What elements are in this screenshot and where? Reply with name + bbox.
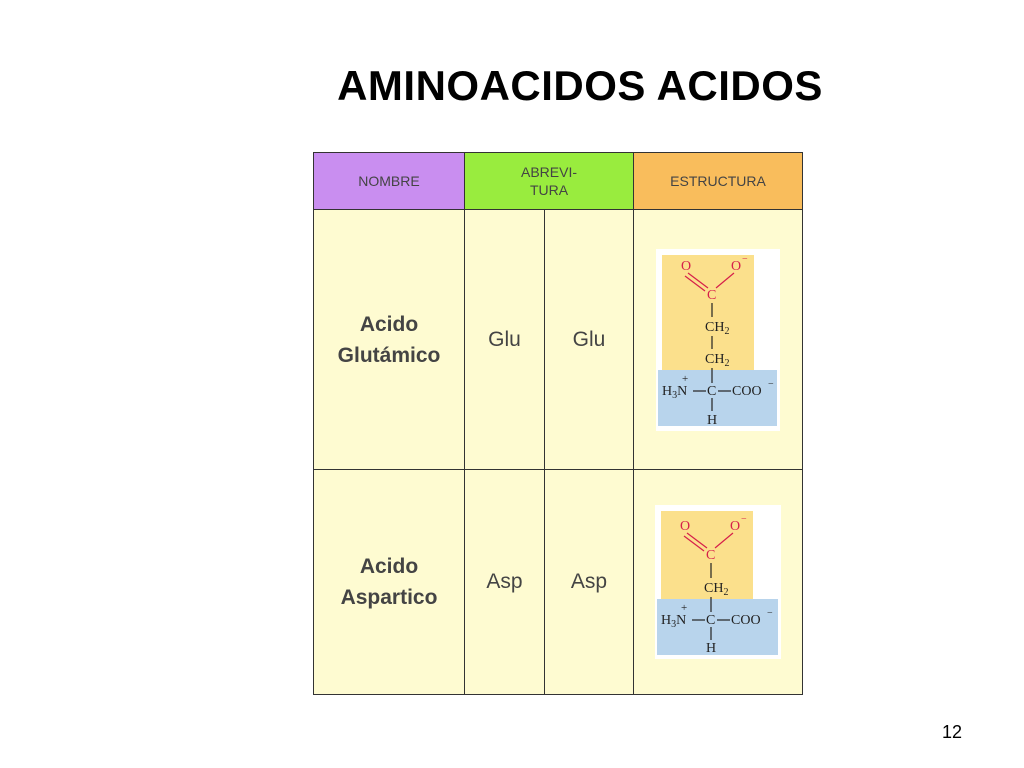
oxygen-anion-label: O <box>730 519 740 534</box>
bond-lines <box>683 532 734 640</box>
name-line1: Acido <box>359 555 419 578</box>
carboxyl-carbon-label: C <box>706 548 715 563</box>
name-cell: Acido Glutámico <box>313 209 465 470</box>
table-header-row: NOMBRE ABREVI- TURA ESTRUCTURA <box>313 152 803 210</box>
abbr-three-letter-cell: Asp <box>464 469 545 695</box>
header-nombre: NOMBRE <box>313 152 465 210</box>
header-abrev-line1: ABREVI- <box>520 164 577 180</box>
charge-minus: − <box>742 254 748 265</box>
carboxylate-label: COO <box>731 613 761 628</box>
alpha-hydrogen-label: H <box>707 413 717 428</box>
name-line1: Acido <box>359 312 419 336</box>
amino-group-label: H3N <box>661 613 686 630</box>
alpha-carbon-label: C <box>706 613 715 628</box>
alpha-hydrogen-label: H <box>706 641 716 656</box>
amino-acid-table: NOMBRE ABREVI- TURA ESTRUCTURA Acido Glu… <box>313 152 803 695</box>
alpha-carbon-label: C <box>707 384 716 399</box>
backbone-box <box>658 369 777 426</box>
abbr-alt-cell: Asp <box>544 469 634 695</box>
charge-plus: + <box>681 602 687 614</box>
abbr-alt-cell: Glu <box>544 209 634 470</box>
table-row: Acido Aspartico Asp Asp O O − C CH2 + H3… <box>313 469 803 695</box>
slide-title: AMINOACIDOS ACIDOS <box>337 62 823 109</box>
charge-plus: + <box>682 373 688 385</box>
structure-cell: O O − C CH2 + H3N C COO − H <box>633 469 803 695</box>
ch2-label: CH2 <box>705 320 729 337</box>
structure-cell: O O − C CH2 CH2 + H3N C COO − H <box>633 209 803 470</box>
side-chain-box <box>662 254 754 370</box>
table-row: Acido Glutámico Glu Glu O O − C CH2 CH2 … <box>313 209 803 470</box>
aspartate-structure-diagram: O O − C CH2 + H3N C COO − H <box>655 505 781 659</box>
header-abrev-line2: TURA <box>529 182 569 198</box>
amino-group-label: H3N <box>662 384 687 401</box>
glutamate-structure-diagram: O O − C CH2 CH2 + H3N C COO − H <box>656 248 780 431</box>
oxygen-label: O <box>680 519 690 534</box>
side-chain-box <box>661 511 753 599</box>
name-line2: Aspartico <box>340 586 438 609</box>
name-cell: Acido Aspartico <box>313 469 465 695</box>
abbr-three-letter-cell: Glu <box>464 209 545 470</box>
oxygen-label: O <box>681 259 691 274</box>
header-abreviatura: ABREVI- TURA <box>464 152 634 210</box>
carboxyl-carbon-label: C <box>707 288 716 303</box>
backbone-box <box>657 599 778 655</box>
page-number: 12 <box>941 722 962 742</box>
name-line2: Glutámico <box>337 343 441 367</box>
ch2-label: CH2 <box>704 581 728 598</box>
charge-minus: − <box>767 608 773 619</box>
charge-minus: − <box>741 514 747 525</box>
ch2-label: CH2 <box>705 352 729 369</box>
oxygen-anion-label: O <box>731 259 741 274</box>
charge-minus: − <box>768 379 774 390</box>
bond-lines <box>684 272 735 411</box>
carboxylate-label: COO <box>732 384 762 399</box>
header-estructura: ESTRUCTURA <box>633 152 803 210</box>
